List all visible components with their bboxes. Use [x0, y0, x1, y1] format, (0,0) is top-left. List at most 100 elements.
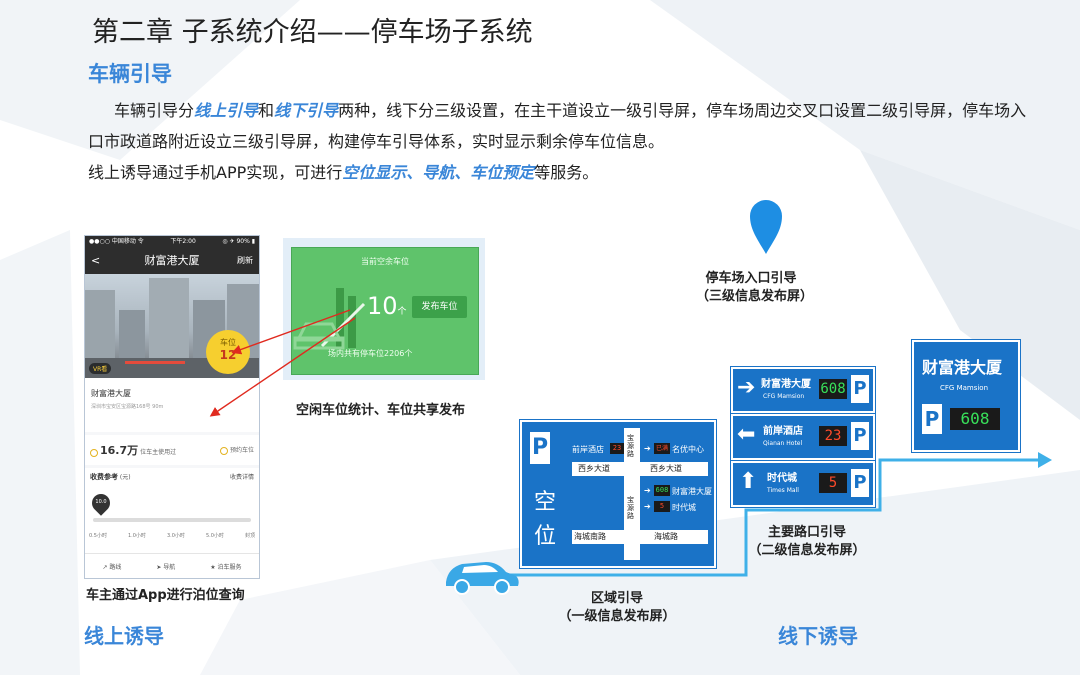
- para-text: 车辆引导分: [114, 101, 195, 120]
- sign-dest-en: Qianan Hotel: [763, 440, 803, 447]
- refresh-button[interactable]: 刷新: [237, 256, 253, 265]
- reserve-button[interactable]: 预约车位: [219, 445, 254, 455]
- arrow-right-icon: ➔: [737, 375, 756, 400]
- led-count: 23: [610, 443, 624, 454]
- sign-dest-name: 名优中心: [672, 445, 704, 454]
- fee-detail-link[interactable]: 收费详情: [229, 474, 254, 481]
- led-count: 23: [819, 426, 847, 446]
- phone-tab-bar: ↗ 路线 ➤ 导航 ★ 泊车服务: [85, 553, 259, 578]
- sign-dest-name: 财富港大厦: [922, 358, 1003, 377]
- battery-text: ◎ ✈ 90% ▮: [222, 238, 255, 245]
- parking-p-icon: P: [922, 404, 942, 434]
- tab-route[interactable]: ↗ 路线: [102, 563, 122, 571]
- publish-spot-button[interactable]: 发布车位: [412, 296, 467, 318]
- parking-p-icon: P: [851, 422, 869, 450]
- road-label: 海城南路: [574, 532, 606, 541]
- road-label: 宝源路: [627, 496, 634, 520]
- screen-header: 当前空余车位: [361, 257, 409, 266]
- para-text: 线上诱导通过手机APP实现，可进行: [88, 163, 343, 182]
- green-caption: 空闲车位统计、车位共享发布: [296, 403, 466, 418]
- carrier-text: ●●○○ 中国移动 令: [89, 238, 144, 245]
- intro-paragraph: 车辆引导分线上引导和线下引导两种，线下分三级设置，在主干道设立一级引导屏，停车场…: [88, 95, 1038, 188]
- tab-parking-service[interactable]: ★ 泊车服务: [210, 563, 242, 571]
- arrow-left-icon: ⬅: [737, 422, 756, 447]
- free-spots-screen: 当前空余车位 10个 发布车位 场内共有停车位2206个: [291, 247, 479, 375]
- fee-ticks: 0.5小时 1.0小时 3.0小时 5.0小时 封顶: [89, 533, 255, 539]
- phone-caption: 车主通过App进行泊位查询: [86, 588, 245, 603]
- offline-guidance-heading: 线下诱导: [778, 624, 858, 648]
- para-text: 等服务。: [534, 163, 599, 182]
- back-icon[interactable]: <: [91, 254, 101, 267]
- sign-dest-name: 前岸酒店: [763, 426, 803, 437]
- parking-p-icon: P: [851, 469, 869, 497]
- place-name: 财富港大厦: [91, 389, 131, 398]
- para-highlight-services: 空位显示、导航、车位预定: [342, 163, 535, 182]
- sign-dest-en: CFG Mamsion: [940, 384, 989, 392]
- sign-char-kong: 空: [534, 490, 557, 515]
- user-count-label: 位车主使用过: [140, 449, 177, 456]
- vr-badge[interactable]: VR看: [89, 363, 112, 374]
- total-spots-text: 场内共有停车位2206个: [328, 349, 413, 358]
- road-label: 宝源路: [627, 434, 634, 458]
- junction-sign-2: ⬅ 前岸酒店 Qianan Hotel 23 P: [731, 414, 875, 460]
- location-pin-icon: [750, 200, 782, 254]
- place-info: 财富港大厦 深圳市宝安区宝源路168号 90m: [85, 378, 259, 432]
- led-count: 5: [819, 473, 847, 493]
- arrow-right-icon: ➔: [644, 444, 651, 453]
- entrance-label: 停车场入口引导 （三级信息发布屏）: [696, 271, 814, 304]
- gate-car-icon: [293, 288, 366, 350]
- coin-icon: [90, 448, 98, 457]
- phone-status-bar: ●●○○ 中国移动 令 下午2:00 ◎ ✈ 90% ▮: [85, 236, 259, 248]
- stats-row: 16.7万 位车主使用过 预约车位: [85, 435, 259, 465]
- region-guide-sign: P 空 位 西乡大道 西乡大道 海城南路 海城路 宝源路 宝源路 前岸酒店 23…: [520, 420, 716, 568]
- phone-page-title: 财富港大厦: [144, 254, 200, 267]
- para-highlight-online: 线上引导: [194, 101, 259, 120]
- sign-char-wei: 位: [534, 524, 557, 549]
- road-label: 西乡大道: [650, 464, 682, 473]
- free-spot-count: 10个: [367, 292, 407, 320]
- car-icon: [446, 562, 519, 595]
- led-count: 5: [654, 501, 670, 512]
- sign-dest-en: CFG Mamsion: [763, 393, 805, 400]
- sign-dest-name: 时代城: [672, 503, 696, 512]
- phone-app-screenshot: ●●○○ 中国移动 令 下午2:00 ◎ ✈ 90% ▮ < 财富港大厦 刷新 …: [84, 235, 260, 579]
- arrow-right-icon: ➔: [644, 486, 651, 495]
- arrow-right-icon: ➔: [644, 502, 651, 511]
- fee-reference: 收费参考 (元) 收费详情 10.0 0.5小时 1.0小时 3.0小时 5.0…: [85, 468, 259, 562]
- entrance-guide-sign: 财富港大厦 CFG Mamsion P 608: [912, 340, 1020, 452]
- place-address: 深圳市宝安区宝源路168号 90m: [91, 404, 164, 410]
- bubble-label: 车位: [220, 338, 236, 347]
- fee-slider[interactable]: [93, 518, 251, 522]
- road-label: 海城路: [654, 532, 678, 541]
- parking-p-icon: P: [530, 432, 550, 464]
- phone-nav-bar: < 财富港大厦 刷新: [85, 248, 259, 274]
- status-time: 下午2:00: [170, 238, 196, 245]
- available-spots-bubble: 车位 12: [206, 330, 250, 374]
- junction-label: 主要路口引导 （二级信息发布屏）: [748, 525, 866, 558]
- fee-title: 收费参考: [90, 473, 118, 481]
- junction-sign-1: ➔ 财富港大厦 CFG Mamsion 608 P: [731, 367, 875, 413]
- sign-dest-name: 财富港大厦: [672, 487, 712, 496]
- sign-dest-en: Times Mall: [767, 487, 799, 494]
- tab-navigation[interactable]: ➤ 导航: [156, 563, 176, 571]
- led-count: 已满: [654, 443, 670, 454]
- para-text: 两种，线下分三级设置，在主干道设立一级引导屏，停车场周边交叉口设置二级引导屏，停…: [88, 101, 1027, 151]
- arrow-up-icon: ⬆: [739, 469, 758, 494]
- led-count: 608: [950, 408, 1000, 430]
- clock-icon: [219, 446, 228, 455]
- junction-sign-3: ⬆ 时代城 Times Mall 5 P: [731, 461, 875, 507]
- sign-dest-name: 财富港大厦: [761, 379, 811, 390]
- pin-value: 10.0: [95, 499, 107, 505]
- sign-dest-name: 前岸酒店: [572, 445, 604, 454]
- section-subtitle: 车辆引导: [88, 62, 172, 86]
- para-highlight-offline: 线下引导: [274, 101, 339, 120]
- parking-p-icon: P: [851, 375, 869, 403]
- page-title: 第二章 子系统介绍——停车场子系统: [92, 17, 533, 48]
- fee-unit: (元): [119, 474, 131, 481]
- sign-dest-name: 时代城: [767, 473, 797, 484]
- online-guidance-heading: 线上诱导: [84, 624, 164, 648]
- region-label: 区域引导 （一级信息发布屏）: [558, 591, 676, 624]
